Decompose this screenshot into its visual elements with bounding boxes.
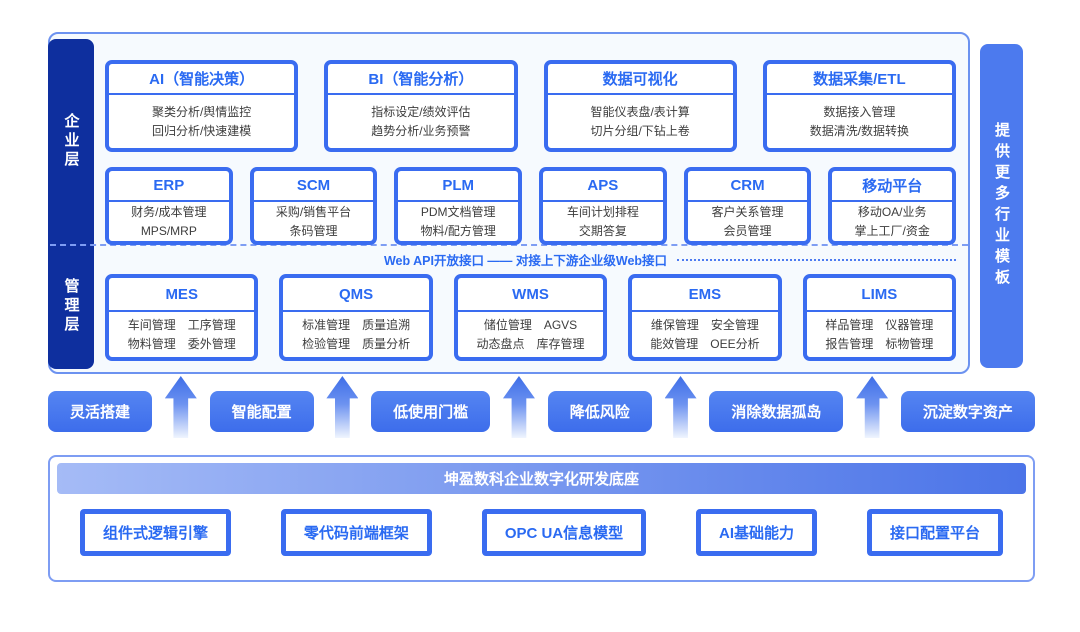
module-title: WMS <box>457 278 604 312</box>
module-title: APS <box>543 171 663 202</box>
foundation-item-ai-capability: AI基础能力 <box>696 509 818 556</box>
up-arrow-icon <box>664 376 697 438</box>
up-arrow-icon <box>502 376 535 438</box>
foundation-title-bar: 坤盈数科企业数字化研发底座 <box>57 463 1026 494</box>
module-body: 车间管理 工序管理 物料管理 委外管理 <box>127 317 236 351</box>
module-card-qms: QMS 标准管理 质量追溯 检验管理 质量分析 <box>279 274 433 361</box>
module-title: CRM <box>687 171 808 202</box>
foundation-item-opcua-model: OPC UA信息模型 <box>481 509 647 556</box>
web-api-divider: Web API开放接口 —— 对接上下游企业级Web接口 <box>105 245 956 274</box>
layer-sidebar: 企业层 管理层 <box>48 39 94 369</box>
module-title: EMS <box>632 278 778 312</box>
module-body: 客户关系管理 会员管理 <box>711 204 784 238</box>
module-title: BI（智能分析） <box>328 64 514 95</box>
benefit-pill-lower-risk: 降低风险 <box>547 391 652 432</box>
foundation-item-logic-engine: 组件式逻辑引擎 <box>80 509 232 556</box>
module-body: 储位管理 AGVS 动态盘点 库存管理 <box>476 317 585 351</box>
more-industry-templates-banner: 提供更多行业模板 <box>980 44 1023 368</box>
benefit-pill-smart-config: 智能配置 <box>209 391 314 432</box>
module-title: PLM <box>398 171 519 202</box>
module-title: 移动平台 <box>832 171 953 202</box>
module-body: 维保管理 安全管理 能效管理 OEE分析 <box>650 317 760 351</box>
module-card-mes: MES 车间管理 工序管理 物料管理 委外管理 <box>105 274 259 361</box>
up-arrow-icon <box>326 376 359 438</box>
module-body: PDM文档管理 物料/配方管理 <box>420 204 496 238</box>
module-title: 数据采集/ETL <box>766 64 952 95</box>
module-card-mobile-platform: 移动平台 移动OA/业务 掌上工厂/资金 <box>828 167 957 245</box>
module-body: 采购/销售平台 条码管理 <box>275 204 352 238</box>
benefit-pill-digital-assets: 沉淀数字资产 <box>900 391 1035 432</box>
enterprise-layer-section: 企业层 <box>48 39 94 244</box>
panel-content: AI（智能决策） 聚类分析/舆情监控 回归分析/快速建模 BI（智能分析） 指标… <box>105 34 957 372</box>
management-layer-section: 管理层 <box>48 244 94 369</box>
web-api-label: Web API开放接口 —— 对接上下游企业级Web接口 <box>383 254 668 268</box>
platform-panel: 企业层 管理层 AI（智能决策） 聚类分析/舆情监控 回归分析/快速建模 BI（… <box>48 32 970 374</box>
module-card-ems: EMS 维保管理 安全管理 能效管理 OEE分析 <box>628 274 782 361</box>
enterprise-apps-row-2: ERP 财务/成本管理 MPS/MRP SCM 采购/销售平台 条码管理 PLM… <box>105 167 957 245</box>
management-layer-label: 管理层 <box>62 277 80 335</box>
up-arrow-icon <box>164 376 197 438</box>
module-card-plm: PLM PDM文档管理 物料/配方管理 <box>394 167 523 245</box>
module-title: MES <box>109 278 255 312</box>
module-title: LIMS <box>806 278 953 312</box>
module-title: AI（智能决策） <box>109 64 295 95</box>
module-card-wms: WMS 储位管理 AGVS 动态盘点 库存管理 <box>453 274 608 361</box>
module-card-etl: 数据采集/ETL 数据接入管理 数据清洗/数据转换 <box>762 60 956 152</box>
module-body: 智能仪表盘/表计算 切片分组/下钻上卷 <box>590 104 690 138</box>
module-card-crm: CRM 客户关系管理 会员管理 <box>683 167 812 245</box>
module-title: 数据可视化 <box>547 64 733 95</box>
foundation-item-interface-config: 接口配置平台 <box>866 509 1003 556</box>
module-card-ai: AI（智能决策） 聚类分析/舆情监控 回归分析/快速建模 <box>105 60 299 152</box>
benefits-row: 灵活搭建 智能配置 低使用门槛 降低风险 消除数据孤岛 沉淀数字资产 <box>48 374 1035 438</box>
module-body: 车间计划排程 交期答复 <box>566 204 639 238</box>
module-card-scm: SCM 采购/销售平台 条码管理 <box>249 167 378 245</box>
module-title: SCM <box>253 171 374 202</box>
module-card-bi: BI（智能分析） 指标设定/绩效评估 趋势分析/业务预警 <box>324 60 518 152</box>
module-body: 聚类分析/舆情监控 回归分析/快速建模 <box>151 104 252 138</box>
module-title: QMS <box>283 278 429 312</box>
benefit-pill-low-threshold: 低使用门槛 <box>371 391 491 432</box>
module-title: ERP <box>109 171 229 202</box>
enterprise-layer-label: 企业层 <box>62 112 80 170</box>
enterprise-apps-row-1: AI（智能决策） 聚类分析/舆情监控 回归分析/快速建模 BI（智能分析） 指标… <box>105 60 956 152</box>
module-body: 样品管理 仪器管理 报告管理 标物管理 <box>825 317 934 351</box>
layer-divider-dashed-line <box>50 244 968 246</box>
up-arrow-icon <box>856 376 889 438</box>
management-apps-row: MES 车间管理 工序管理 物料管理 委外管理 QMS 标准管理 质量追溯 检验… <box>105 274 957 361</box>
divider-dotted-line <box>677 258 956 261</box>
foundation-panel: 坤盈数科企业数字化研发底座 组件式逻辑引擎 零代码前端框架 OPC UA信息模型… <box>48 455 1035 582</box>
benefit-pill-remove-data-silos: 消除数据孤岛 <box>709 391 844 432</box>
module-body: 指标设定/绩效评估 趋势分析/业务预警 <box>371 104 471 138</box>
foundation-item-zero-code-frontend: 零代码前端框架 <box>280 509 432 556</box>
module-card-lims: LIMS 样品管理 仪器管理 报告管理 标物管理 <box>802 274 957 361</box>
module-card-data-visualization: 数据可视化 智能仪表盘/表计算 切片分组/下钻上卷 <box>543 60 737 152</box>
module-body: 标准管理 质量追溯 检验管理 质量分析 <box>302 317 411 351</box>
module-body: 移动OA/业务 掌上工厂/资金 <box>854 204 930 238</box>
module-body: 财务/成本管理 MPS/MRP <box>131 204 207 238</box>
module-body: 数据接入管理 数据清洗/数据转换 <box>809 104 910 138</box>
foundation-items-row: 组件式逻辑引擎 零代码前端框架 OPC UA信息模型 AI基础能力 接口配置平台 <box>50 494 1033 556</box>
module-card-aps: APS 车间计划排程 交期答复 <box>539 167 667 245</box>
benefit-pill-flexible-build: 灵活搭建 <box>48 391 153 432</box>
module-card-erp: ERP 财务/成本管理 MPS/MRP <box>105 167 233 245</box>
